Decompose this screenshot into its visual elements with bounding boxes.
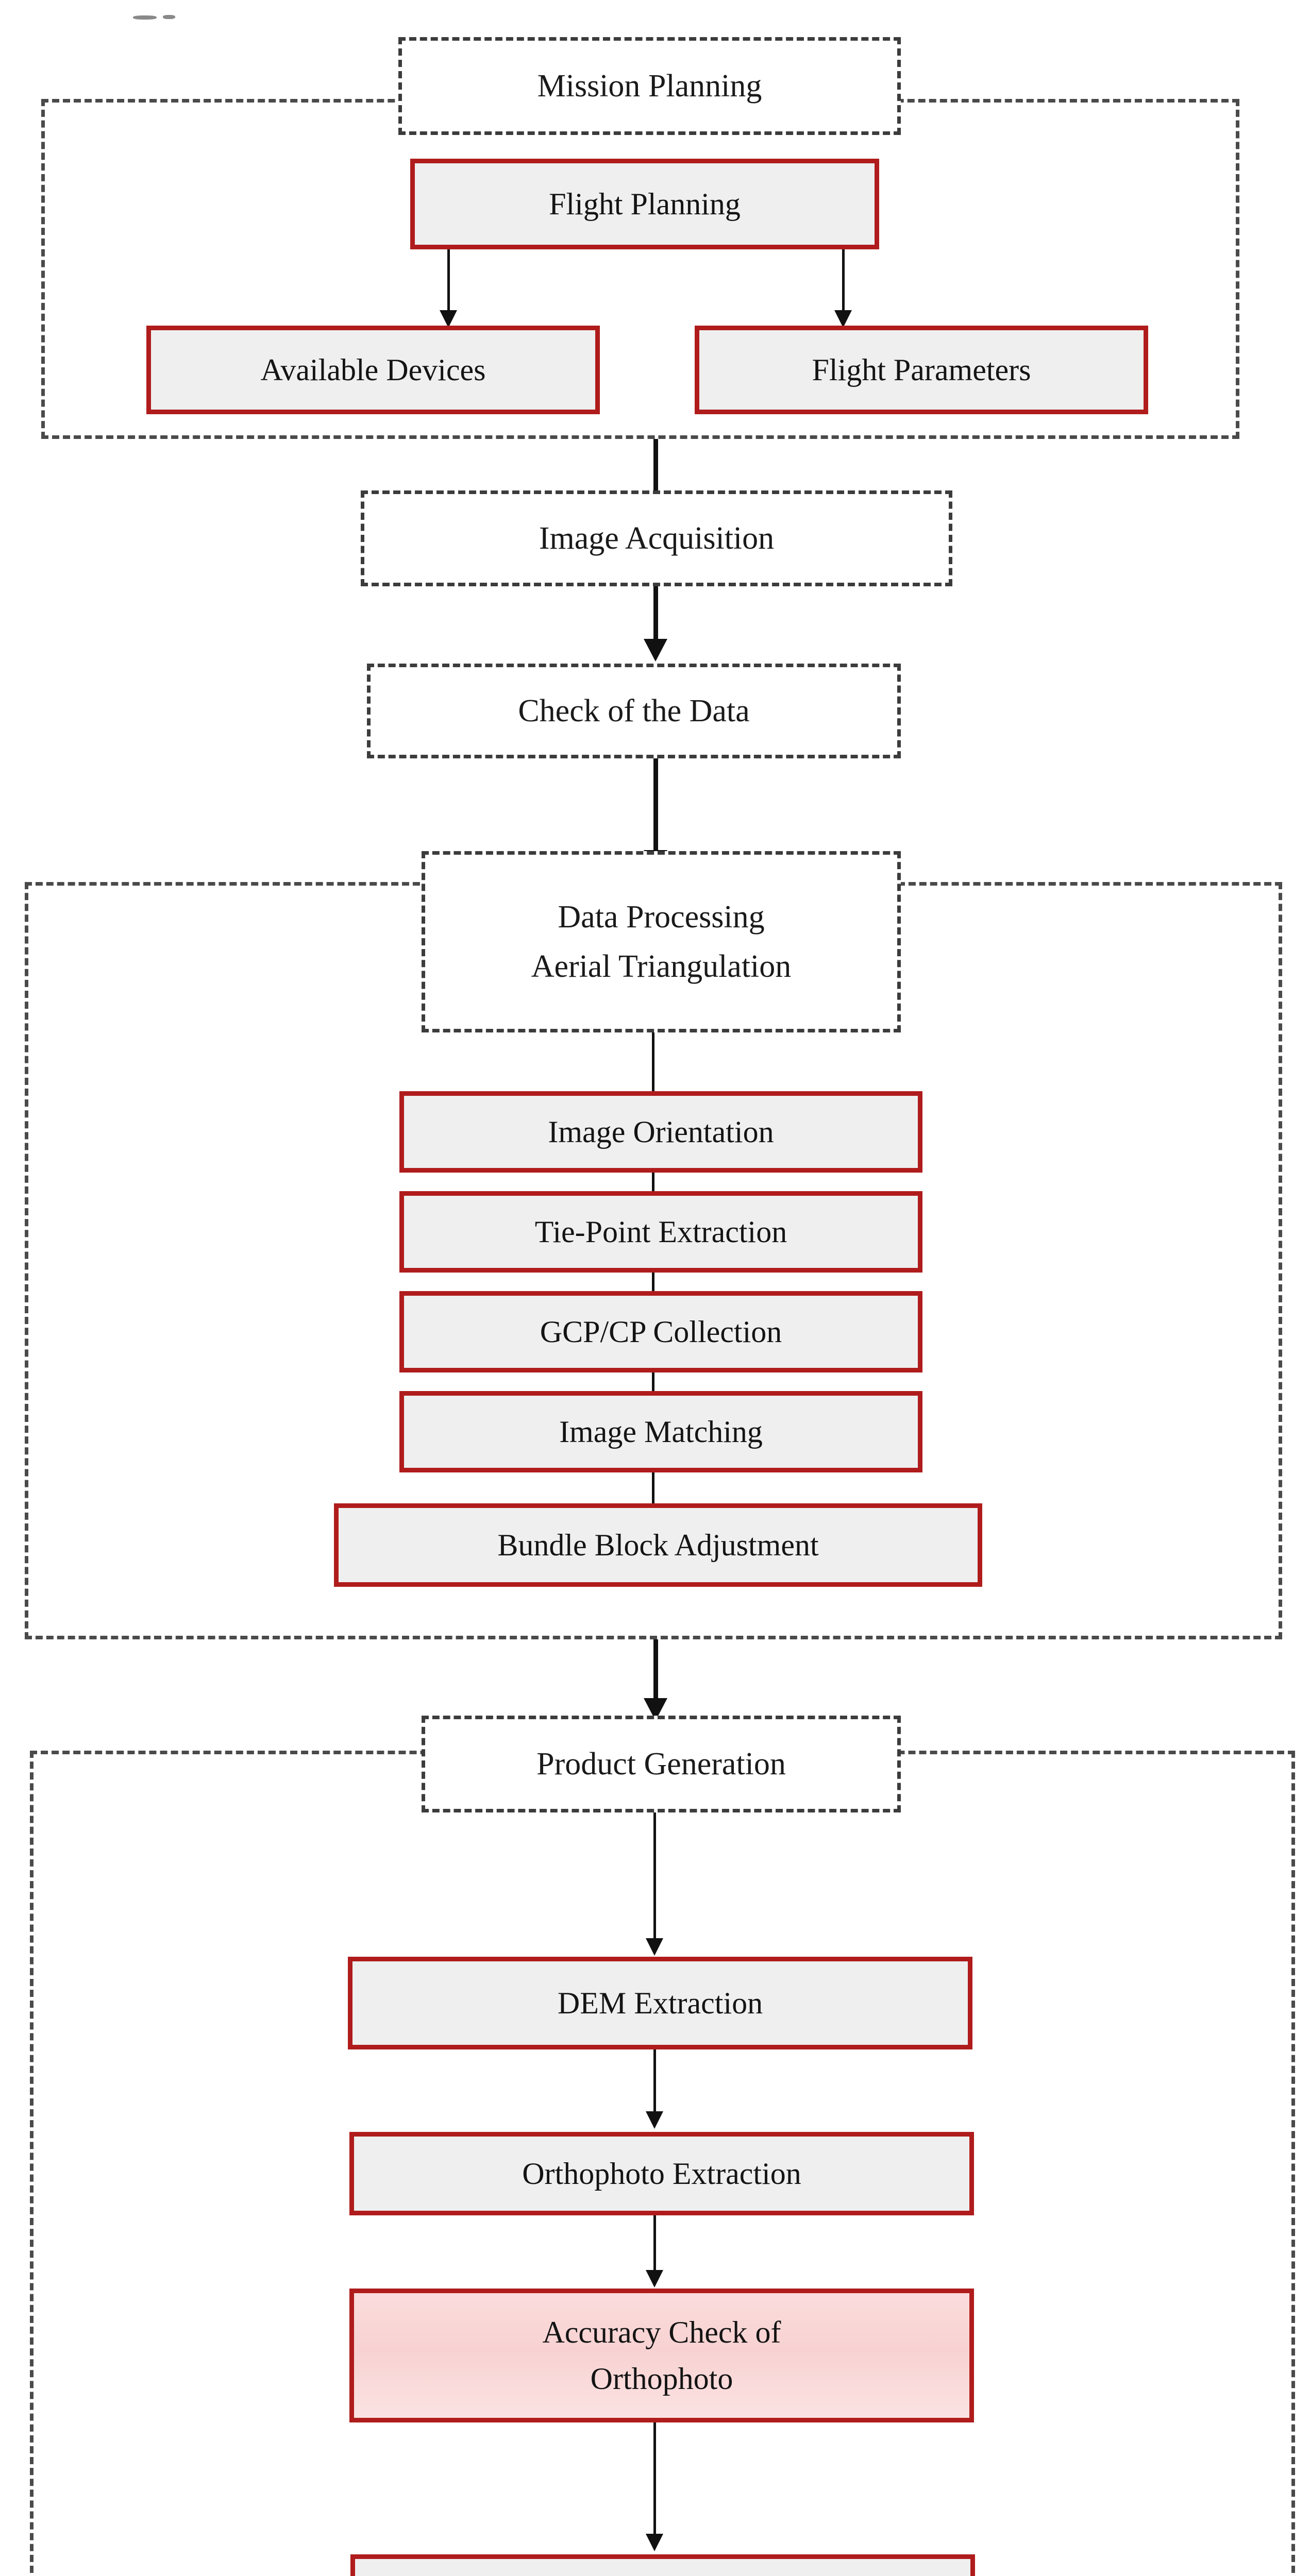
stage-check-of-the-data[interactable]: Check of the Data: [367, 664, 901, 758]
node-gcp-cp-collection[interactable]: GCP/CP Collection: [399, 1291, 922, 1372]
node-tie-point-extraction-label: Tie‑Point Extraction: [534, 1215, 787, 1249]
connector-imagematching-bundleblock: [652, 1472, 654, 1506]
connector-demextraction-orthophotoextraction: [653, 2049, 656, 2124]
node-orthophoto-extraction-label: Orthophoto Extraction: [522, 2157, 801, 2191]
arrowhead-exportautocad: [646, 2534, 663, 2551]
stage-data-processing-label-line2: Aerial Triangulation: [531, 949, 792, 984]
arrowhead-orthophotoextraction: [646, 2111, 663, 2129]
connector-tiepoint-gcpcp: [652, 1273, 654, 1294]
arrowhead-demextraction: [646, 1938, 663, 1956]
connector-checkdata-dataprocessing: [653, 758, 658, 859]
connector-productgeneration-demextraction: [653, 1812, 656, 1946]
node-dem-extraction-label: DEM Extraction: [557, 1986, 763, 2020]
connector-imageorientation-tiepoint: [652, 1173, 654, 1194]
connector-accuracycheck-exportautocad: [653, 2422, 656, 2542]
arrowhead-flightparameters: [834, 310, 852, 328]
node-orthophoto-extraction[interactable]: Orthophoto Extraction: [349, 2132, 974, 2215]
connector-flightplanning-availabledevices: [447, 249, 450, 316]
connector-imageacquisition-checkdata: [653, 586, 658, 647]
stage-data-processing-label-line1: Data Processing: [558, 899, 765, 935]
connector-dataprocessing-imageorientation: [652, 1032, 654, 1095]
node-available-devices-label: Available Devices: [260, 353, 486, 387]
node-export-autocad[interactable]: Export AutoCAD: [350, 2554, 975, 2576]
node-image-matching-label: Image Matching: [559, 1415, 763, 1449]
scan-artifact: [133, 13, 177, 22]
node-bundle-block-adjustment-label: Bundle Block Adjustment: [497, 1528, 819, 1562]
connector-dataprocessinggroup-productgeneration: [653, 1639, 658, 1707]
stage-data-processing[interactable]: Data Processing Aerial Triangulation: [422, 851, 901, 1032]
arrowhead-accuracycheck: [646, 2270, 663, 2287]
arrowhead-checkdata: [644, 639, 667, 662]
node-flight-planning[interactable]: Flight Planning: [410, 159, 879, 249]
stage-mission-planning[interactable]: Mission Planning: [398, 37, 901, 135]
node-image-matching[interactable]: Image Matching: [399, 1391, 922, 1472]
node-accuracy-check-of-orthophoto[interactable]: Accuracy Check of Orthophoto: [349, 2289, 974, 2422]
stage-product-generation[interactable]: Product Generation: [422, 1716, 901, 1812]
node-flight-parameters[interactable]: Flight Parameters: [695, 326, 1148, 414]
node-gcp-cp-collection-label: GCP/CP Collection: [540, 1315, 782, 1349]
node-available-devices[interactable]: Available Devices: [146, 326, 600, 414]
node-image-orientation-label: Image Orientation: [548, 1115, 774, 1149]
node-dem-extraction[interactable]: DEM Extraction: [348, 1957, 972, 2049]
stage-image-acquisition[interactable]: Image Acquisition: [361, 490, 952, 586]
stage-check-of-the-data-label: Check of the Data: [518, 693, 750, 728]
node-accuracy-check-label-line2: Orthophoto: [590, 2362, 733, 2396]
stage-image-acquisition-label: Image Acquisition: [539, 520, 775, 556]
node-flight-planning-label: Flight Planning: [549, 187, 741, 221]
node-flight-parameters-label: Flight Parameters: [812, 353, 1031, 387]
connector-gcpcp-imagematching: [652, 1372, 654, 1394]
connector-orthophotoextraction-accuracycheck: [653, 2215, 656, 2283]
arrowhead-availabledevices: [440, 310, 457, 328]
node-bundle-block-adjustment-box[interactable]: Bundle Block Adjustment: [334, 1503, 982, 1587]
node-image-orientation[interactable]: Image Orientation: [399, 1091, 922, 1173]
connector-flightplanning-flightparameters: [842, 249, 845, 316]
connector-missiongroup-imageacquisition: [653, 439, 658, 496]
stage-product-generation-label: Product Generation: [536, 1746, 786, 1782]
stage-mission-planning-label: Mission Planning: [537, 68, 762, 104]
node-accuracy-check-label-line1: Accuracy Check of: [542, 2315, 781, 2349]
node-tie-point-extraction[interactable]: Tie‑Point Extraction: [399, 1191, 922, 1273]
